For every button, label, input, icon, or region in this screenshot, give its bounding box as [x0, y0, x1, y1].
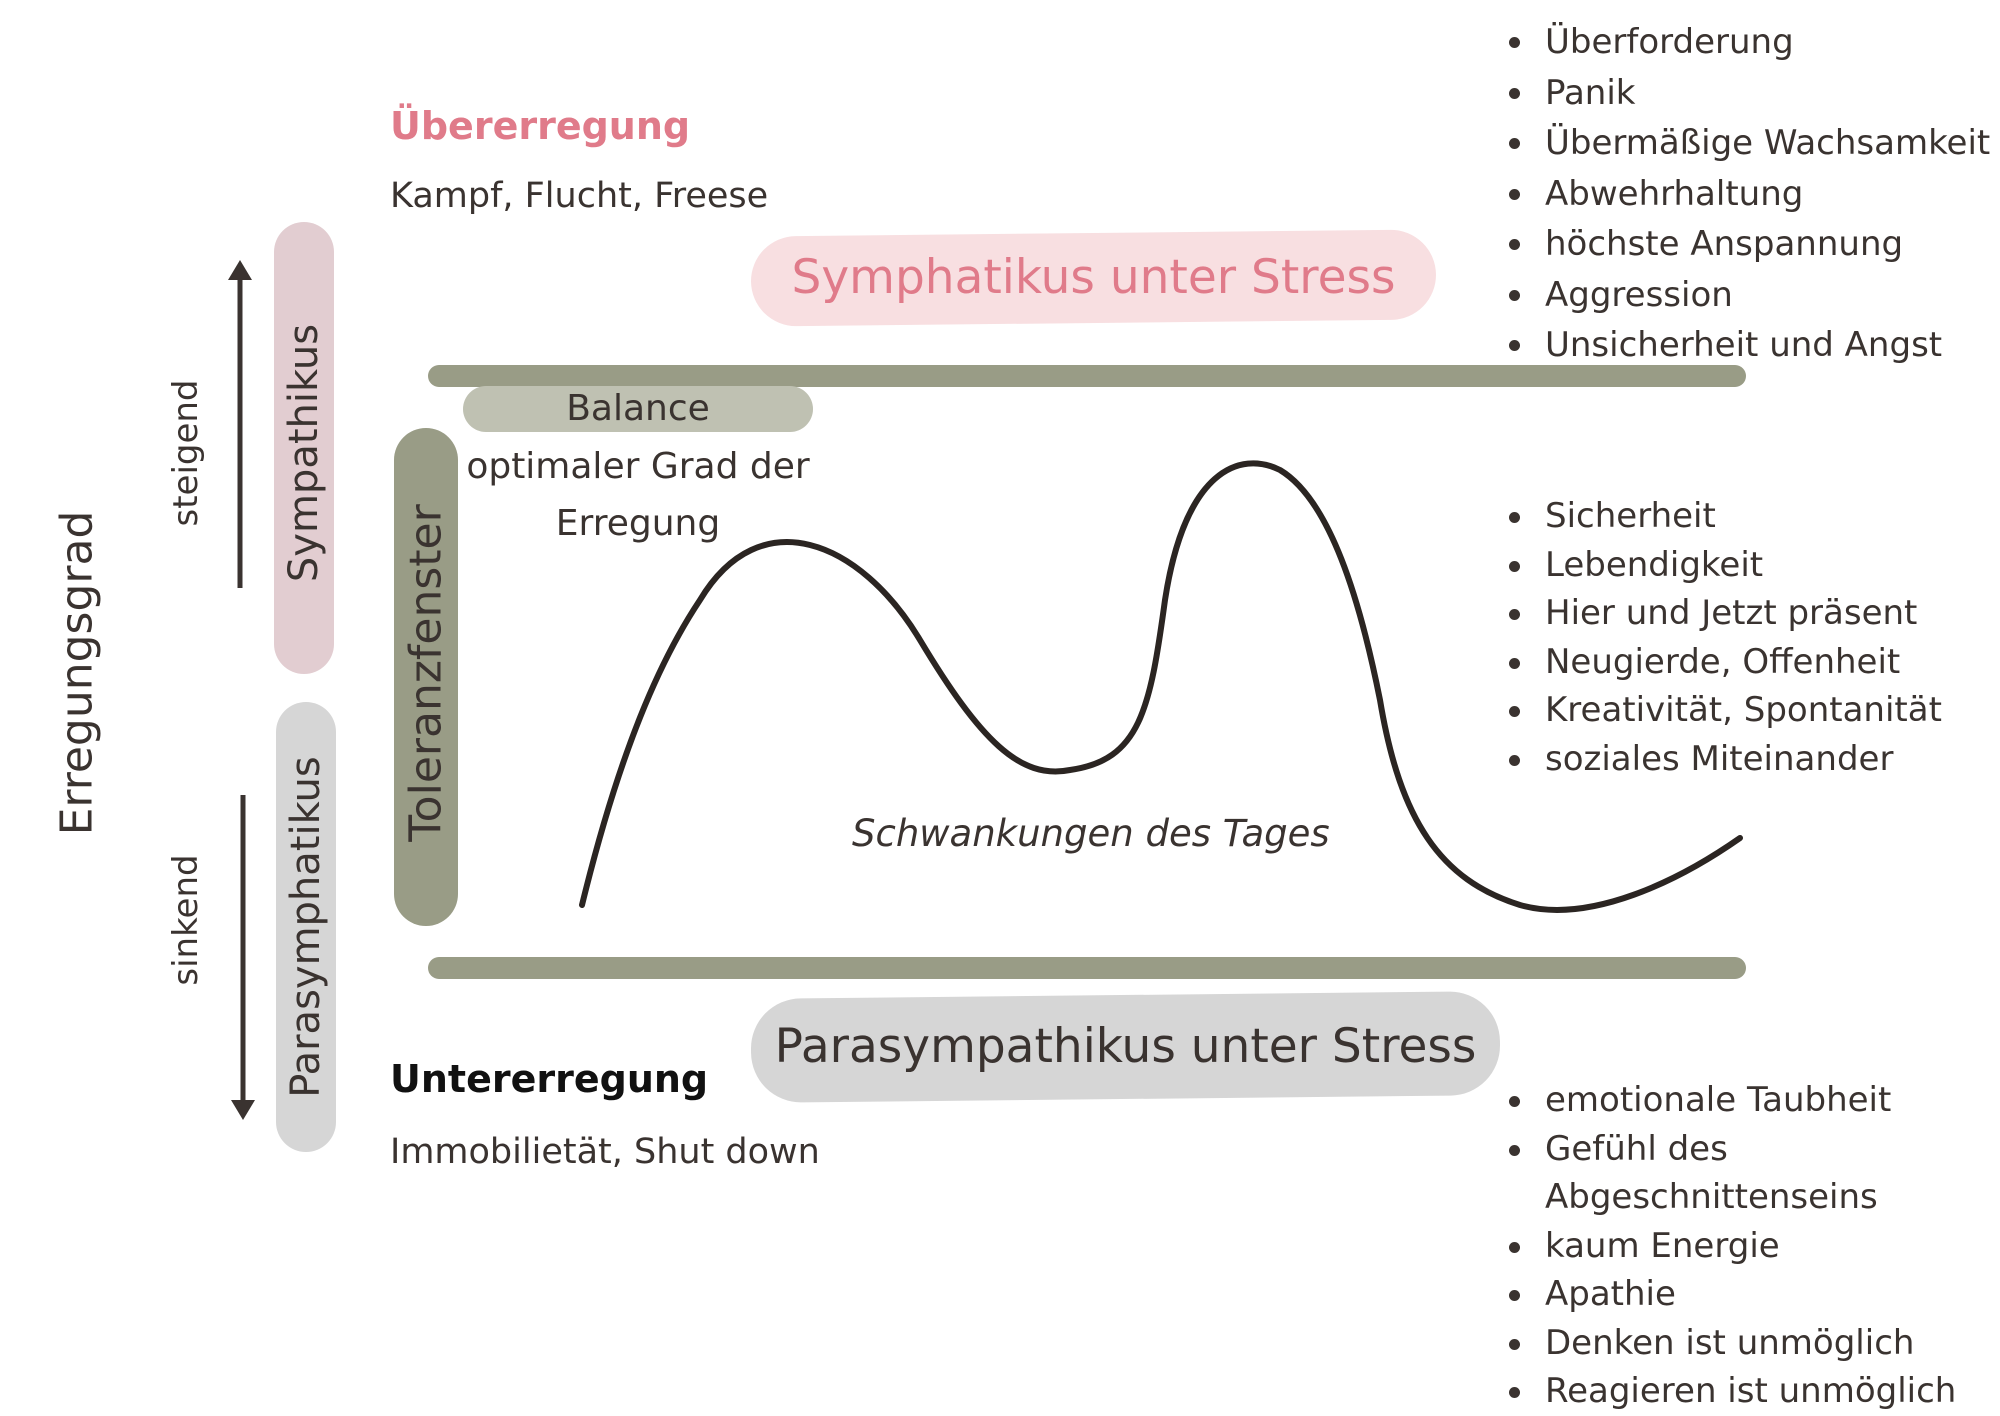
untererregung-subtitle: Immobilietät, Shut down	[390, 1132, 820, 1172]
list-item: höchste Anspannung	[1505, 219, 1990, 270]
arrow-up-head	[228, 260, 252, 280]
list-item: Unsicherheit und Angst	[1505, 320, 1990, 371]
list-item: Abwehrhaltung	[1505, 169, 1990, 220]
list-item: Hier und Jetzt präsent	[1505, 589, 1942, 638]
list-item: Neugierde, Offenheit	[1505, 638, 1942, 687]
untererregung-title: Untererregung	[390, 1057, 709, 1101]
lower-boundary-line	[428, 957, 1746, 979]
list-item: Aggression	[1505, 270, 1990, 321]
list-item: Gefühl des	[1505, 1125, 1956, 1174]
uebererregung-subtitle: Kampf, Flucht, Freese	[390, 176, 769, 216]
curve-path	[579, 460, 1743, 913]
list-item: Übermäßige Wachsamkeit	[1505, 118, 1990, 169]
arrow-down-head	[231, 1100, 255, 1120]
balance-pill	[463, 386, 813, 432]
toleranzfenster-bar	[394, 428, 458, 926]
sympathikus-stress-label: Symphatikus unter Stress	[791, 250, 1396, 305]
list-item-continuation: Abgeschnittenseins	[1545, 1177, 1878, 1217]
list-item: soziales Miteinander	[1505, 735, 1942, 784]
parasympathikus-bar	[276, 702, 336, 1152]
list-item: Lebendigkeit	[1505, 541, 1942, 590]
list-item: Sicherheit	[1505, 492, 1942, 541]
list-item: emotionale Taubheit	[1505, 1076, 1956, 1125]
parasympathikus-stress-label: Parasympathikus unter Stress	[774, 1019, 1477, 1074]
curve-label: Schwankungen des Tages	[852, 812, 1330, 855]
balance-description: optimaler Grad der Erregung	[466, 446, 810, 544]
lower-symptom-list: emotionale Taubheit Gefühl des Abgeschni…	[1505, 1076, 1956, 1416]
list-item: Überforderung	[1505, 17, 1990, 68]
list-item: Panik	[1505, 68, 1990, 119]
balance-label: Balance	[566, 388, 710, 429]
sympathikus-bar	[274, 222, 334, 674]
list-item: Denken ist unmöglich	[1505, 1319, 1956, 1368]
list-item: Reagieren ist unmöglich	[1505, 1367, 1956, 1416]
list-item: Apathie	[1505, 1270, 1956, 1319]
uebererregung-title: Übererregung	[390, 104, 691, 148]
upper-symptom-list: Überforderung Panik Übermäßige Wachsamke…	[1505, 17, 1990, 371]
upper-boundary-line	[428, 365, 1746, 387]
middle-state-list: Sicherheit Lebendigkeit Hier und Jetzt p…	[1505, 492, 1942, 784]
list-item: kaum Energie	[1505, 1222, 1956, 1271]
list-item: Kreativität, Spontanität	[1505, 686, 1942, 735]
